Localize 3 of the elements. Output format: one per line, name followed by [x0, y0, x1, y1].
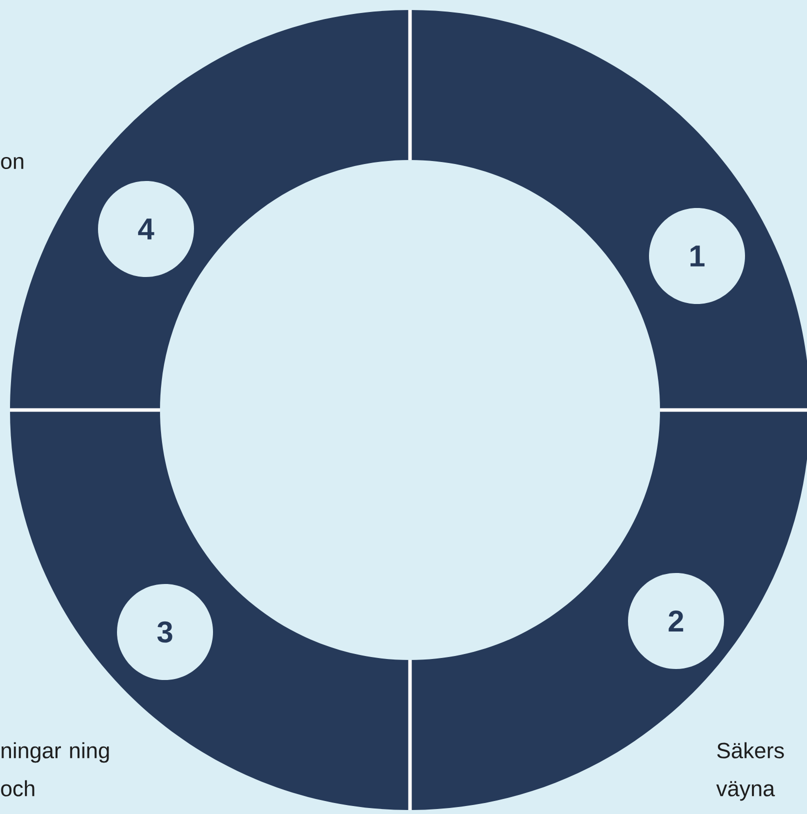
label-text: on — [1, 156, 24, 170]
label-text: ningar ning och — [1, 742, 109, 796]
label-text: Säkers väyna — [716, 742, 784, 801]
